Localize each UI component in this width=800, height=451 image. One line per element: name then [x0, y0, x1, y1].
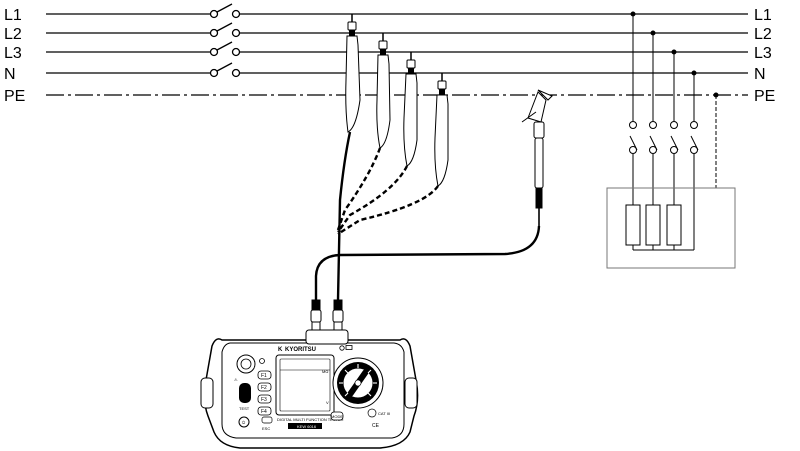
bus-label-l1-left: L1: [4, 7, 22, 24]
bus-label-l3-right: L3: [754, 45, 772, 62]
mode-button-label: MODE: [331, 414, 343, 419]
test-leads: [314, 131, 541, 301]
switch-l2: [209, 22, 241, 38]
bus-labels: L1 L2 L3 N PE L1 L2 L3 N PE: [4, 7, 775, 105]
bus-label-l2-right: L2: [754, 26, 772, 43]
test-button[interactable]: [239, 383, 251, 403]
f3-key[interactable]: [257, 394, 272, 404]
f4-key-label: F4: [261, 409, 267, 415]
tester-device: K KYORITSU ⚠ TEST ⏻ F1 F2 F3 F4: [200, 329, 419, 449]
tester-plugs: [310, 299, 344, 333]
load-resistor-1: [625, 204, 641, 246]
power-button[interactable]: [238, 416, 250, 428]
bus-lines: [46, 13, 748, 96]
tester-brand: KYORITSU: [285, 347, 316, 353]
tester-terminal: [305, 329, 349, 345]
lcd-unit-mohm: MΩ: [322, 369, 328, 374]
tester-model-number: KEW 6016: [297, 424, 317, 429]
tester-grip-left: [200, 377, 214, 409]
tester-brand-mark: K: [278, 347, 283, 353]
probe-l2: [376, 33, 391, 149]
f4-key[interactable]: [257, 406, 272, 416]
lead-l3-dashed: [337, 165, 409, 233]
lead-n-dashed: [337, 185, 439, 236]
load-enclosure: [606, 187, 736, 269]
function-keys: F1 F2 F3 F4: [257, 370, 272, 416]
f1-key[interactable]: [257, 370, 272, 380]
probe-l1: [345, 14, 361, 133]
main-isolator-switches: [209, 3, 241, 78]
probe-l3: [403, 52, 418, 167]
tester-model-line: DIGITAL MULTI FUNCTION TESTER: [277, 417, 344, 422]
bus-label-pe-left: PE: [4, 88, 25, 105]
lcd-unit-v: V: [326, 400, 329, 405]
f3-key-label: F3: [261, 397, 267, 403]
load-resistor-3: [666, 204, 682, 246]
bus-label-l3-left: L3: [4, 45, 22, 62]
switch-l1: [209, 3, 241, 19]
tester-bulb-icon: ⚠: [234, 377, 238, 382]
lead-pe-solid: [314, 225, 541, 300]
test-probes: [345, 14, 553, 226]
bus-label-pe-right: PE: [754, 88, 775, 105]
f1-key-label: F1: [261, 373, 267, 379]
mode-button[interactable]: [330, 411, 344, 421]
plug-left: [310, 299, 322, 333]
load-resistor-2: [645, 204, 661, 246]
cat-rating: CAT III: [378, 411, 390, 416]
f2-key-label: F2: [261, 385, 267, 391]
sun-icon: [259, 358, 265, 364]
lead-l2-dashed: [336, 147, 382, 231]
tester-indicator-icon: [339, 345, 345, 351]
load-circuit: [606, 11, 736, 269]
switch-l3: [209, 41, 241, 57]
probe-n: [434, 73, 449, 187]
plug-right: [332, 299, 344, 333]
cat-rating-icon: [367, 408, 377, 418]
rotary-selector[interactable]: [332, 357, 384, 409]
esc-button-label: ESC: [262, 426, 270, 431]
croc-clip-pe: [521, 89, 553, 226]
esc-button[interactable]: [261, 416, 273, 424]
power-icon: ⏻: [242, 420, 246, 425]
bus-label-n-right: N: [754, 66, 766, 83]
f2-key[interactable]: [257, 382, 272, 392]
tester-grip-right: [404, 377, 418, 409]
bus-label-l2-left: L2: [4, 26, 22, 43]
ce-mark: CE: [372, 423, 380, 429]
switch-n: [209, 62, 241, 78]
bus-label-l1-right: L1: [754, 7, 772, 24]
load-switches: [629, 121, 699, 154]
bus-label-n-left: N: [4, 66, 16, 83]
lead-l1-solid: [336, 131, 352, 301]
test-button-label: TEST: [239, 406, 250, 411]
